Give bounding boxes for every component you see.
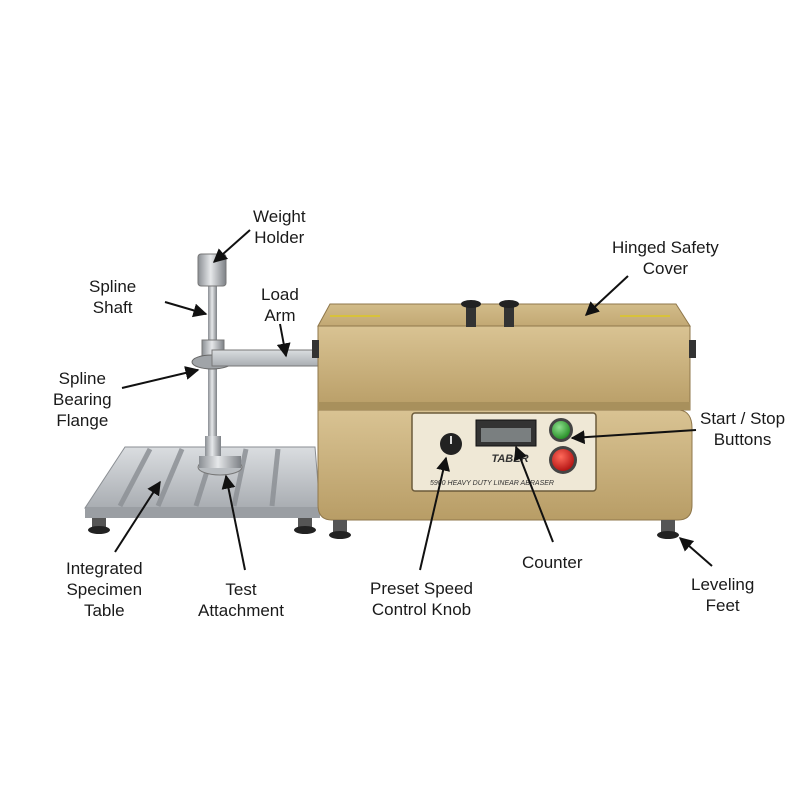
model-text: 5900 HEAVY DUTY LINEAR ABRASER bbox=[430, 480, 554, 487]
arrow-speed-knob bbox=[419, 456, 450, 571]
arrow-leveling-feet bbox=[678, 537, 713, 567]
arrow-hinged-safety-cover bbox=[584, 275, 629, 316]
arrow-start-stop-buttons bbox=[570, 429, 697, 445]
arrow-specimen-table bbox=[114, 480, 161, 553]
shaft-assembly bbox=[191, 253, 321, 476]
arrow-counter bbox=[514, 445, 554, 543]
arrow-spline-bearing-flange bbox=[121, 366, 200, 389]
safety-cover bbox=[312, 300, 696, 411]
label-counter: Counter bbox=[522, 553, 583, 572]
arrow-load-arm bbox=[276, 323, 291, 358]
arrow-weight-holder bbox=[212, 229, 251, 263]
table-feet bbox=[88, 518, 316, 534]
machine-body: TABER 5900 HEAVY DUTY LINEAR ABRASER bbox=[317, 409, 693, 539]
arrow-spline-shaft bbox=[164, 301, 208, 318]
callout-arrows bbox=[114, 229, 713, 571]
arrow-test-attachment bbox=[221, 474, 246, 571]
specimen-table bbox=[84, 446, 321, 534]
